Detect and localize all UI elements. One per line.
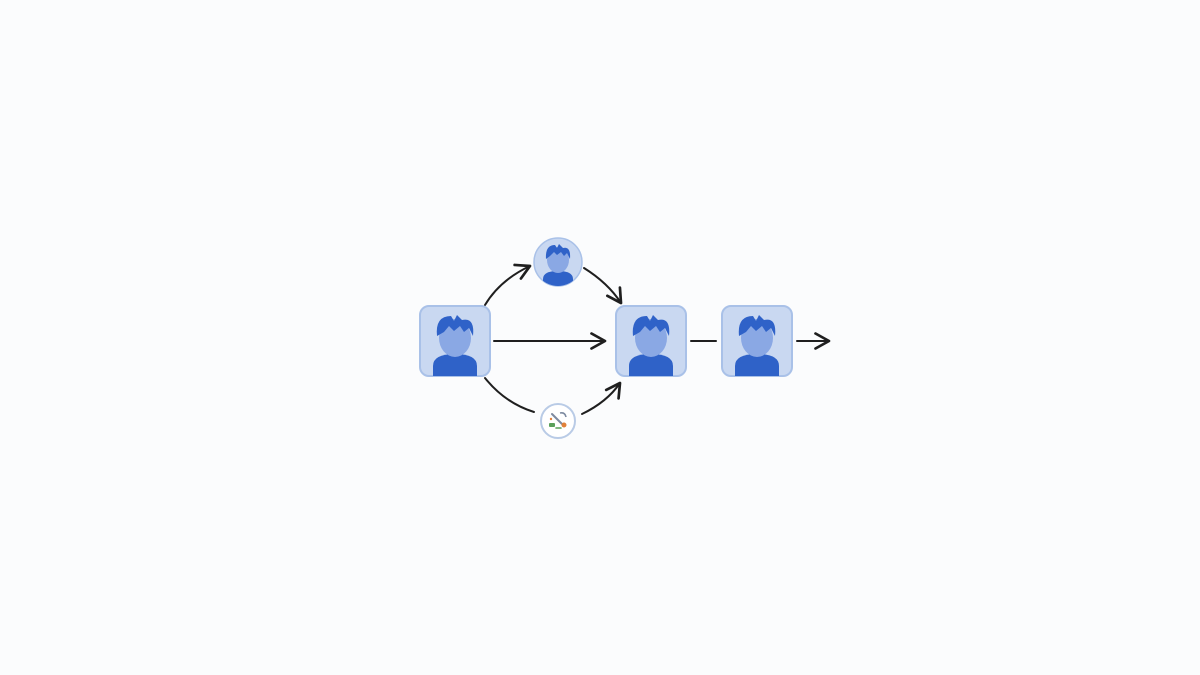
edge-tool-to-merge (581, 381, 622, 415)
helper-person-node (533, 237, 583, 287)
edge-helper-to-merge (583, 267, 623, 305)
source-person-node (419, 305, 491, 377)
person-icon (433, 315, 477, 376)
person-icon (735, 315, 779, 376)
edge-source-to-tool (484, 377, 535, 413)
merge-person-node (615, 305, 687, 377)
output-person-node (721, 305, 793, 377)
edge-source-to-helper (484, 263, 532, 306)
person-icon (629, 315, 673, 376)
edges (484, 263, 831, 415)
tools-icon (549, 412, 567, 429)
person-icon (543, 244, 573, 286)
tool-node (540, 403, 576, 439)
